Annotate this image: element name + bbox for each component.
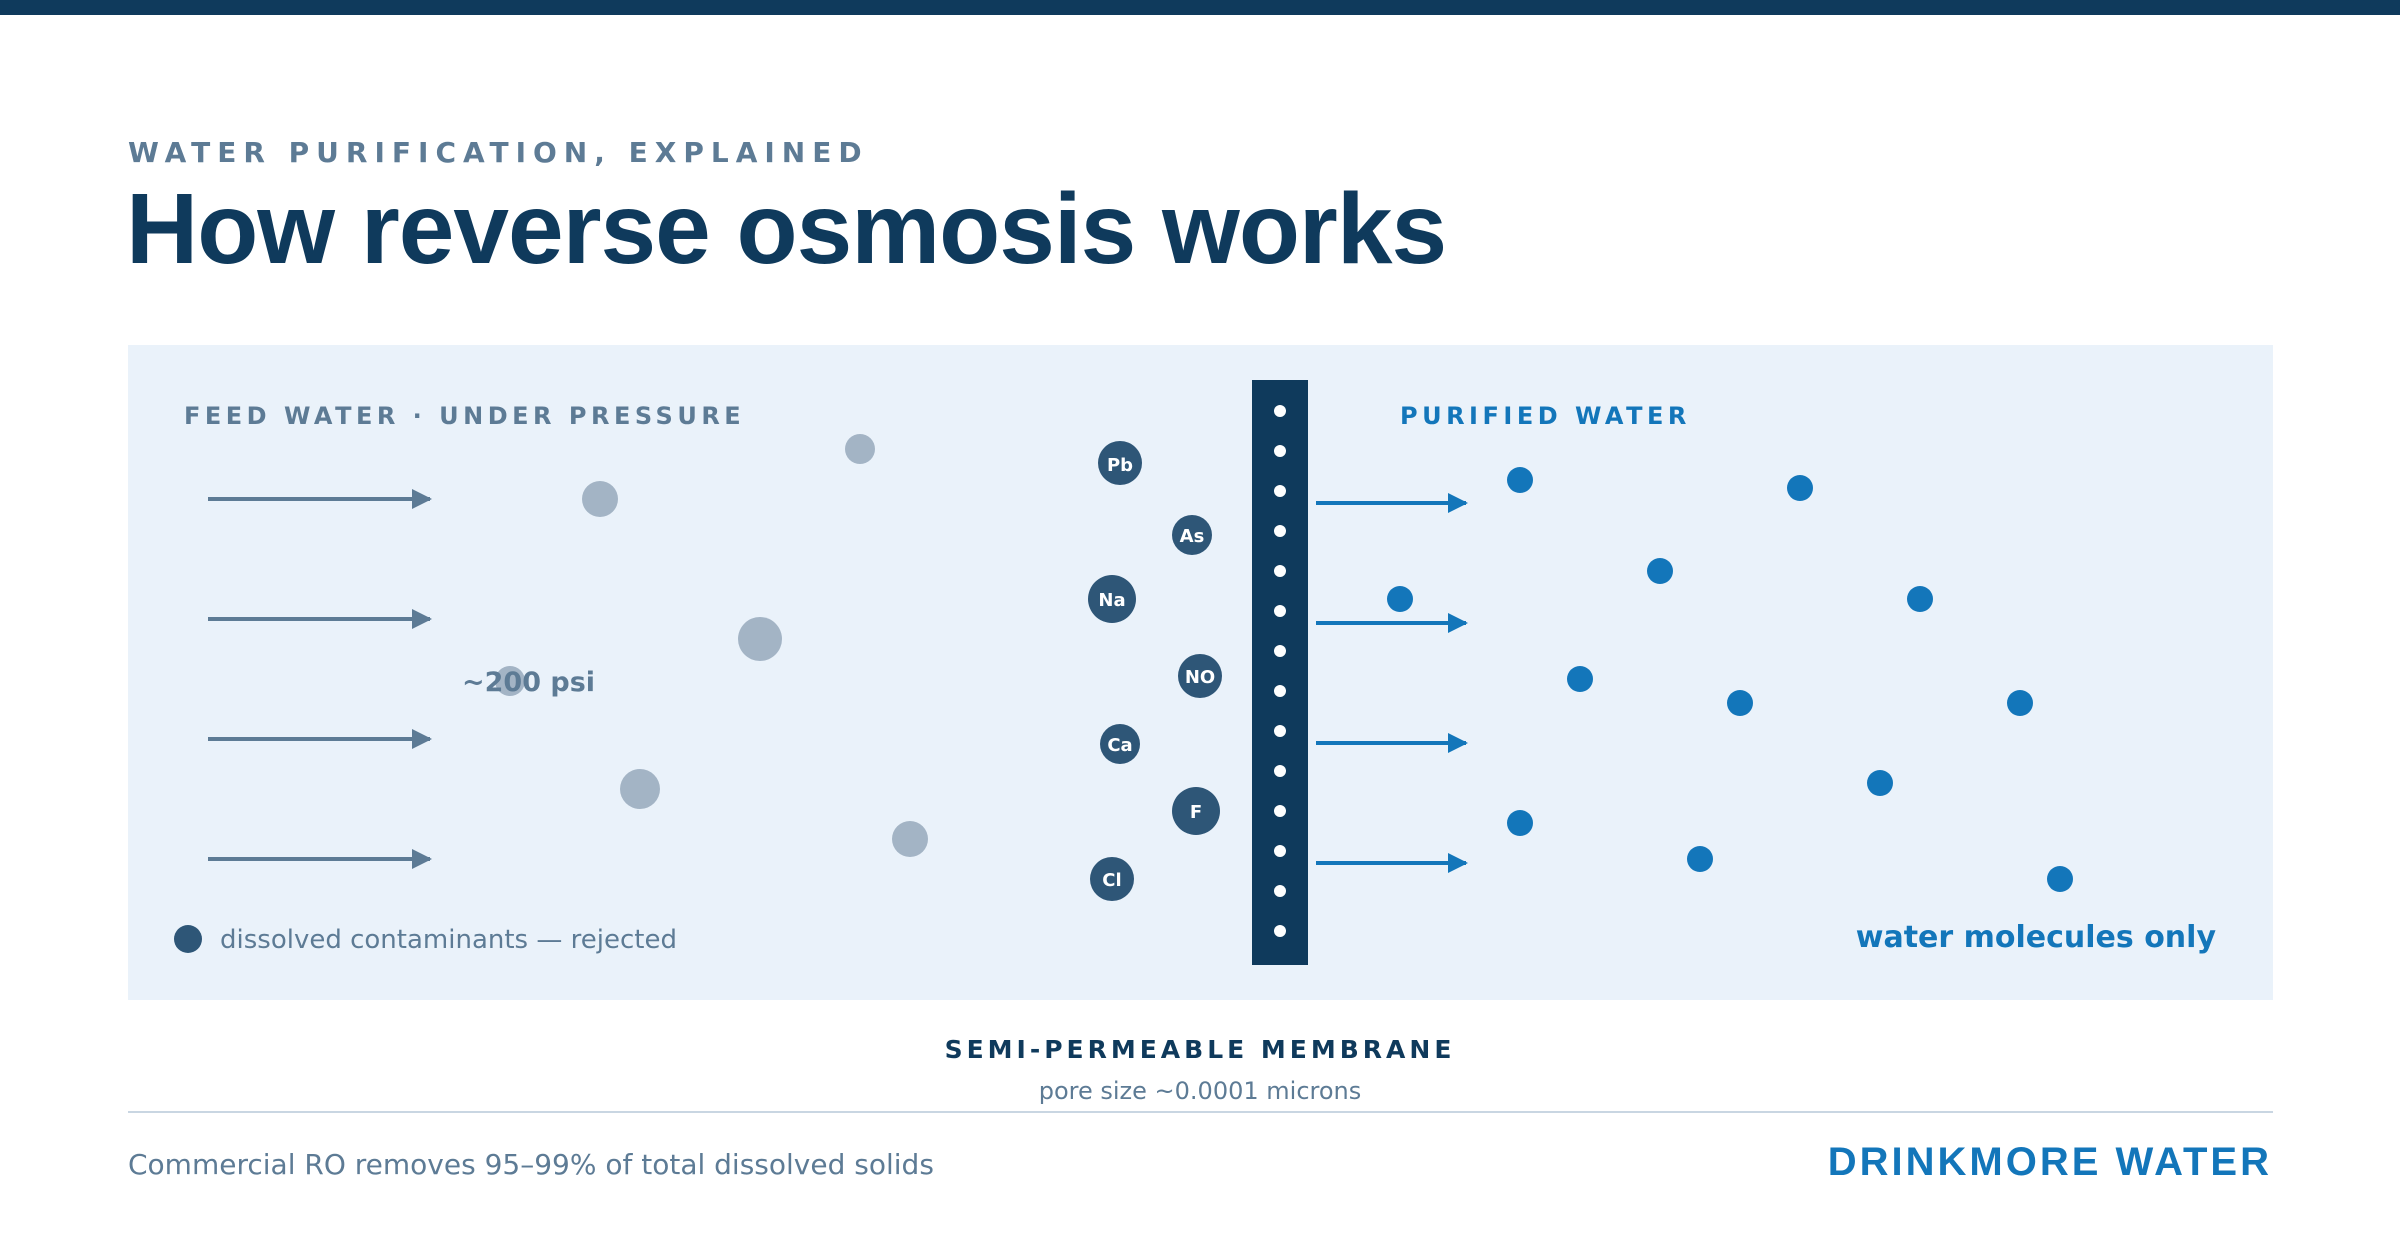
contaminant: Pb xyxy=(1098,441,1142,485)
purified-water-label: PURIFIED WATER xyxy=(1400,402,1691,430)
contaminant-symbol: F xyxy=(1190,802,1202,823)
legend-label: dissolved contaminants — rejected xyxy=(220,925,677,955)
osmosis-diagram-panel: FEED WATER · UNDER PRESSURE ~200 psi Pb … xyxy=(128,345,2273,1000)
feed-particle xyxy=(738,617,782,661)
feed-particle xyxy=(845,434,875,464)
contaminant: Cl xyxy=(1090,857,1134,901)
footer-divider xyxy=(128,1111,2273,1113)
contaminant: Ca xyxy=(1100,724,1140,764)
membrane xyxy=(1252,380,1308,965)
legend-swatch xyxy=(174,925,202,953)
contaminant-symbol: As xyxy=(1180,526,1205,547)
feed-particle xyxy=(892,821,928,857)
contaminant-symbol: Cl xyxy=(1102,870,1121,891)
osmosis-diagram: FEED WATER · UNDER PRESSURE ~200 psi Pb … xyxy=(174,380,2217,965)
eyebrow-label: WATER PURIFICATION, EXPLAINED xyxy=(128,136,869,169)
contaminant: NO xyxy=(1178,654,1222,698)
top-accent-bar xyxy=(0,0,2400,15)
contaminant-symbol: Na xyxy=(1098,590,1125,611)
feed-particle xyxy=(620,769,660,809)
page-title: How reverse osmosis works xyxy=(126,173,1447,285)
contaminant: As xyxy=(1172,515,1212,555)
contaminant: Na xyxy=(1088,575,1136,623)
membrane-subcaption: pore size ~0.0001 microns xyxy=(1038,1077,1362,1105)
pressure-label: ~200 psi xyxy=(462,667,595,698)
membrane-caption: SEMI-PERMEABLE MEMBRANE xyxy=(944,1035,1456,1064)
water-molecules xyxy=(1387,467,2073,892)
feed-water-label: FEED WATER · UNDER PRESSURE xyxy=(184,402,745,430)
contaminant-symbol: Ca xyxy=(1107,735,1132,756)
contaminant: F xyxy=(1172,787,1220,835)
water-only-label: water molecules only xyxy=(1856,920,2217,955)
contaminant-symbol: Pb xyxy=(1107,455,1133,476)
brand-logo: DRINKMORE WATER xyxy=(1827,1140,2272,1184)
feed-particle xyxy=(582,481,618,517)
feed-particle xyxy=(495,666,525,696)
contaminant-symbol: NO xyxy=(1185,667,1215,688)
footer-note: Commercial RO removes 95–99% of total di… xyxy=(128,1148,934,1181)
membrane-pores xyxy=(1274,405,1286,937)
